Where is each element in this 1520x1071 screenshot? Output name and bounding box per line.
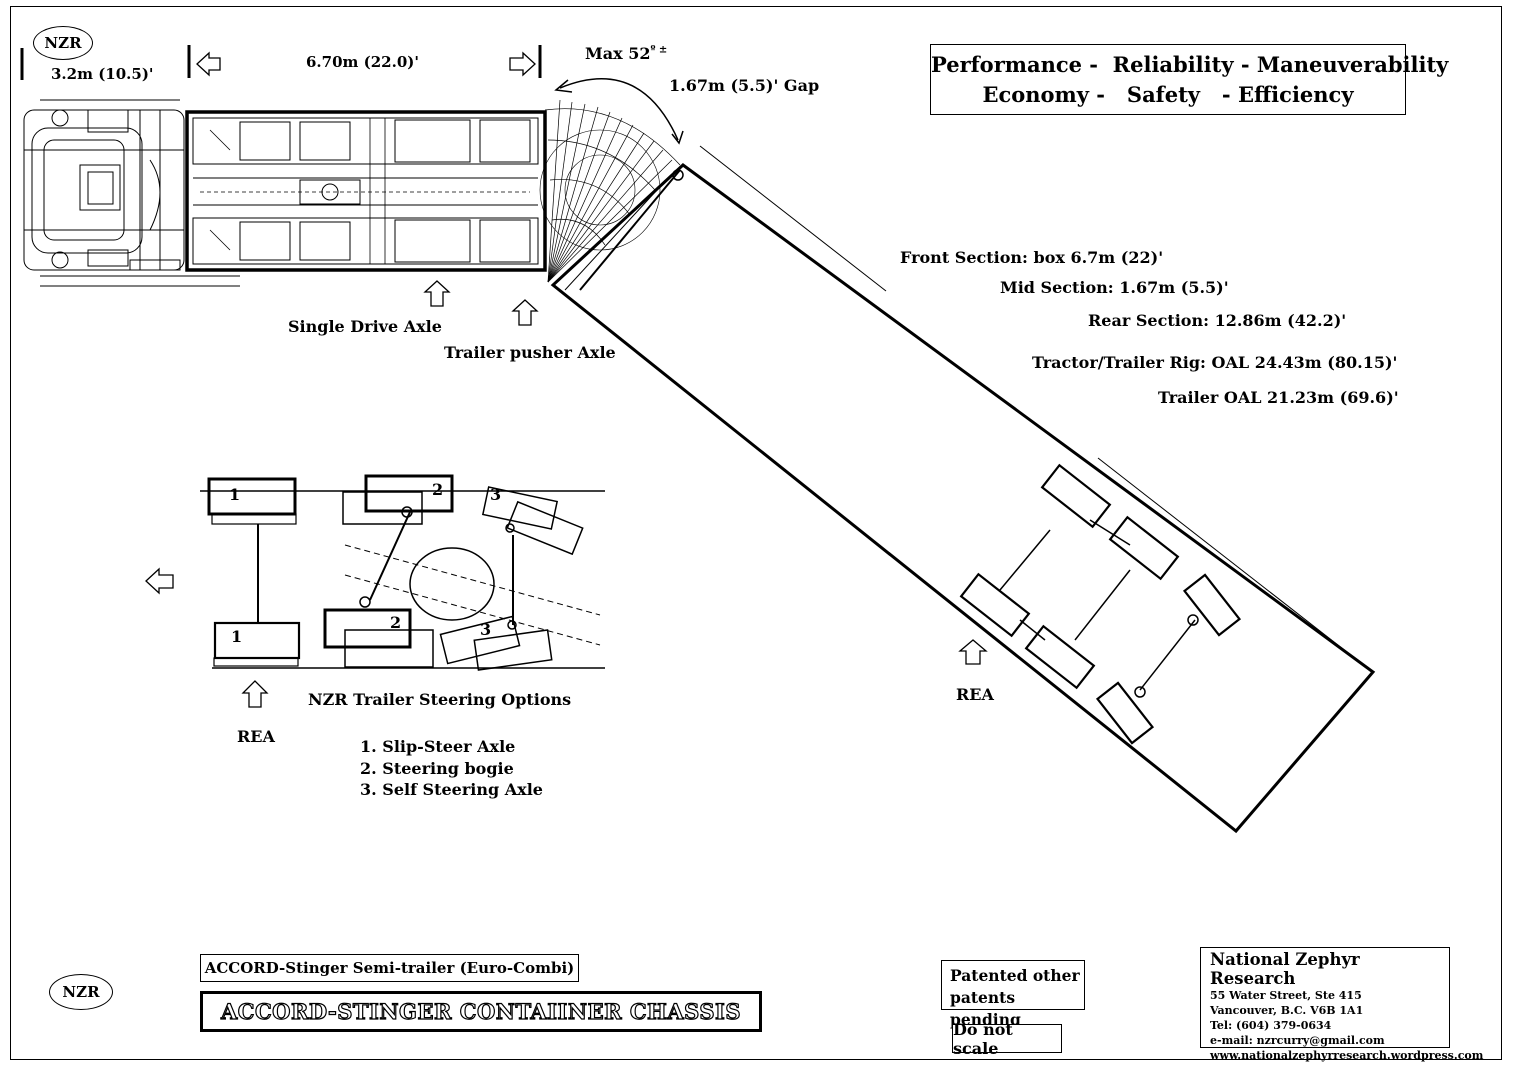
- main-title-text: ACCORD-STINGER CONTAIINER CHASSIS: [220, 998, 742, 1024]
- steering-options-diagram: [145, 474, 605, 708]
- rea-label-inset: REA: [237, 727, 275, 746]
- contact-address-1: 55 Water Street, Ste 415: [1210, 989, 1362, 1002]
- steering-options-title: NZR Trailer Steering Options: [308, 690, 572, 709]
- spec-rear-section: Rear Section: 12.86m (42.2)': [1088, 311, 1347, 330]
- steering-option-2: 2. Steering bogie: [360, 758, 514, 778]
- nzr-logo-top: NZR: [33, 26, 93, 60]
- trailer-pusher-axle-label: Trailer pusher Axle: [444, 343, 616, 362]
- front-box-length-label: 6.70m (22.0)': [306, 53, 419, 71]
- axle-number-1-top: 1: [229, 485, 241, 504]
- axle-number-1-bottom: 1: [231, 627, 243, 646]
- axle-arrows: [423, 280, 539, 326]
- single-drive-axle-label: Single Drive Axle: [288, 317, 442, 336]
- front-section-chassis: [185, 110, 547, 272]
- spec-rig-oal: Tractor/Trailer Rig: OAL 24.43m (80.15)': [1032, 353, 1398, 372]
- cab-width-label: 3.2m (10.5)': [51, 65, 154, 83]
- slogan-line-2: Economy - Safety - Efficiency: [982, 82, 1354, 107]
- scale-note-text: Do not scale: [953, 1019, 1013, 1058]
- contact-tel: Tel: (604) 379-0634: [1210, 1019, 1332, 1032]
- logo-text: NZR: [44, 34, 82, 52]
- max-angle-label: Max 52º ±: [585, 44, 667, 63]
- contact-email: e-mail: nzrcurry@gmail.com: [1210, 1034, 1385, 1047]
- axle-number-2-top: 2: [432, 480, 444, 499]
- spec-trailer-oal: Trailer OAL 21.23m (69.6)': [1158, 388, 1399, 407]
- axle-number-3-top: 3: [490, 485, 502, 504]
- steering-option-1: 1. Slip-Steer Axle: [360, 737, 516, 756]
- slogan-box: Performance - Reliability - Maneuverabil…: [930, 44, 1449, 115]
- subtitle-box: ACCORD-Stinger Semi-trailer (Euro-Combi): [200, 954, 579, 982]
- logo-text: NZR: [62, 983, 100, 1001]
- scale-note-box: Do not scale: [952, 1020, 1062, 1058]
- trailer-rear-section: [550, 145, 1376, 834]
- rea-label-trailer: REA: [956, 685, 994, 704]
- spec-front-section: Front Section: box 6.7m (22)': [900, 248, 1164, 267]
- contact-web: www.nationalzephyrresearch.wordpress.com: [1210, 1049, 1484, 1062]
- contact-org: National Zephyr Research: [1210, 950, 1360, 988]
- dimension-markers: [20, 45, 684, 145]
- patent-line-1: Patented other: [950, 966, 1080, 985]
- axle-number-3-bottom: 3: [480, 620, 492, 639]
- tractor-cab: [23, 99, 240, 287]
- page-border: [10, 6, 1502, 1060]
- spec-mid-section: Mid Section: 1.67m (5.5)': [1000, 278, 1229, 297]
- contact-box: National Zephyr Research 55 Water Street…: [1200, 947, 1483, 1062]
- axle-number-2-bottom: 2: [390, 613, 402, 632]
- patent-box: Patented other patents pending: [941, 960, 1085, 1029]
- main-title-box: ACCORD-STINGER CONTAIINER CHASSIS: [200, 991, 762, 1032]
- steering-options-list: 1. Slip-Steer Axle 2. Steering bogie 3. …: [360, 736, 543, 801]
- steering-option-3: 3. Self Steering Axle: [360, 780, 543, 799]
- nzr-logo-bottom: NZR: [49, 974, 113, 1010]
- gap-label: 1.67m (5.5)' Gap: [669, 76, 820, 95]
- contact-address-2: Vancouver, B.C. V6B 1A1: [1210, 1004, 1364, 1017]
- max-angle-value: Max 52: [585, 44, 651, 63]
- articulation-fan: [539, 99, 681, 283]
- subtitle-text: ACCORD-Stinger Semi-trailer (Euro-Combi): [204, 959, 575, 977]
- slogan-line-1: Performance - Reliability - Maneuverabil…: [931, 52, 1449, 77]
- max-angle-suffix: º ±: [650, 44, 668, 56]
